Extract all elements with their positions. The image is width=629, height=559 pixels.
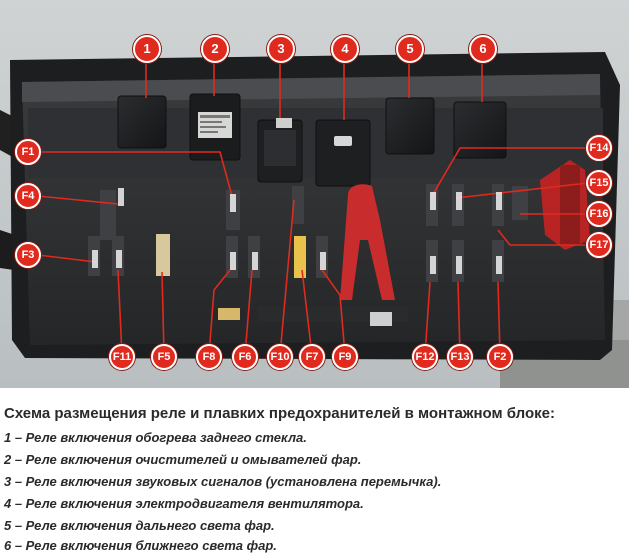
relay-4-marker: 4 bbox=[331, 35, 359, 63]
caption-item-2: 2 – Реле включения очистителей и омывате… bbox=[4, 452, 362, 467]
fuse-f14-marker: F14 bbox=[586, 135, 612, 161]
fuse-f10-marker: F10 bbox=[267, 344, 293, 370]
relay-6-marker: 6 bbox=[469, 35, 497, 63]
fuse-f5-marker: F5 bbox=[151, 344, 177, 370]
fuse-f15-marker: F15 bbox=[586, 170, 612, 196]
fuse-f9-marker: F9 bbox=[332, 344, 358, 370]
caption-item-4: 4 – Реле включения электродвигателя вент… bbox=[4, 496, 364, 511]
caption-item-5: 5 – Реле включения дальнего света фар. bbox=[4, 518, 275, 533]
fuse-box-photo bbox=[0, 0, 629, 388]
fuse-f12-marker: F12 bbox=[412, 344, 438, 370]
fuse-f11-marker: F11 bbox=[109, 344, 135, 370]
relay-1-marker: 1 bbox=[133, 35, 161, 63]
fuse-f17-marker: F17 bbox=[586, 232, 612, 258]
caption-title: Схема размещения реле и плавких предохра… bbox=[4, 405, 555, 422]
fuse-f13-marker: F13 bbox=[447, 344, 473, 370]
fuse-f3-marker: F3 bbox=[15, 242, 41, 268]
fuse-f8-marker: F8 bbox=[196, 344, 222, 370]
fuse-f1-marker: F1 bbox=[15, 139, 41, 165]
caption-item-6: 6 – Реле включения ближнего света фар. bbox=[4, 538, 277, 553]
relay-5-marker: 5 bbox=[396, 35, 424, 63]
fuse-f16-marker: F16 bbox=[586, 201, 612, 227]
relay-3-marker: 3 bbox=[267, 35, 295, 63]
fuse-f6-marker: F6 bbox=[232, 344, 258, 370]
fuse-f4-marker: F4 bbox=[15, 183, 41, 209]
caption-item-3: 3 – Реле включения звуковых сигналов (ус… bbox=[4, 474, 442, 489]
fuse-f7-marker: F7 bbox=[299, 344, 325, 370]
fuse-f2-marker: F2 bbox=[487, 344, 513, 370]
caption-item-1: 1 – Реле включения обогрева заднего стек… bbox=[4, 430, 307, 445]
relay-2-marker: 2 bbox=[201, 35, 229, 63]
